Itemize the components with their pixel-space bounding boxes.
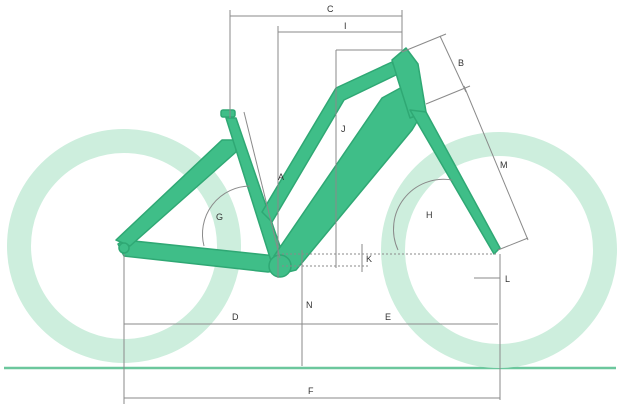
dim-b-line	[439, 35, 467, 93]
dim-g-arc	[201, 185, 251, 247]
dim-m-ext-top	[401, 33, 447, 53]
front-wheel	[381, 132, 617, 368]
label-d: D	[232, 312, 239, 322]
label-e: E	[385, 312, 391, 322]
fork	[409, 109, 501, 255]
dim-a-line	[243, 111, 281, 259]
label-m: M	[500, 160, 508, 170]
label-g: G	[216, 212, 223, 222]
label-k: K	[366, 254, 372, 264]
dim-m-ext-bottom	[497, 237, 529, 251]
label-j: J	[341, 124, 346, 134]
label-f: F	[308, 386, 314, 396]
rear-dropout	[118, 242, 130, 254]
label-h: H	[426, 210, 433, 220]
label-a: A	[278, 172, 284, 182]
label-b: B	[458, 58, 464, 68]
dim-m-line	[463, 85, 529, 241]
chainstay	[117, 239, 283, 273]
dimension-lines	[123, 10, 529, 404]
label-n: N	[306, 300, 313, 310]
label-c: C	[327, 4, 334, 14]
label-i: I	[344, 21, 347, 31]
seat-clamp	[220, 109, 236, 118]
dimension-labels: C I B J M A G H K L N D E F	[216, 4, 510, 396]
label-l: L	[505, 274, 510, 284]
dim-h-arc	[393, 178, 453, 251]
dim-m-ext-mid	[425, 85, 471, 105]
